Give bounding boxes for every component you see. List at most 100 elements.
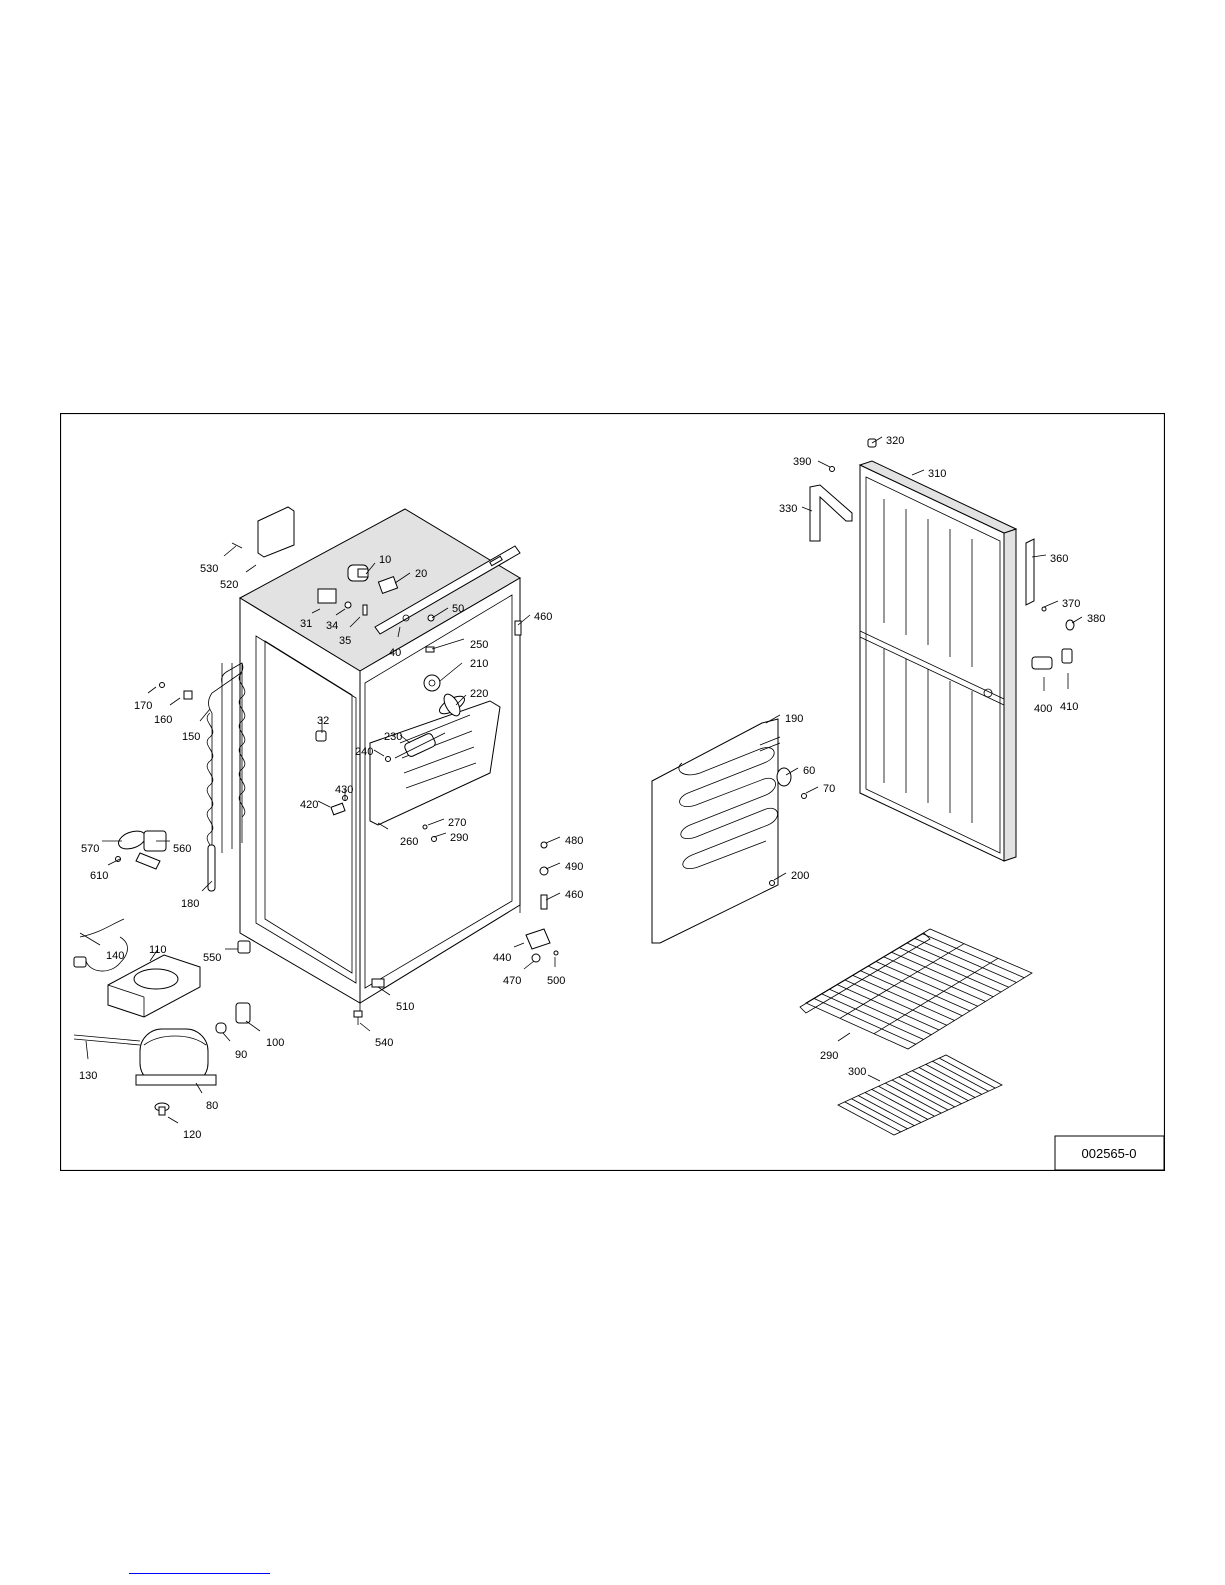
- part-number-label: 120: [183, 1129, 201, 1141]
- part-number-label: 300: [848, 1066, 866, 1078]
- lock-400: [1032, 657, 1052, 669]
- shelf-wire: [876, 961, 978, 1006]
- part-number-label: 20: [415, 568, 427, 580]
- part-number-label: 250: [470, 639, 488, 651]
- part-number-label: 310: [928, 468, 946, 480]
- starter-assembly: [116, 828, 167, 869]
- callout-c440: 440: [493, 943, 524, 964]
- screw-70: [802, 794, 807, 799]
- part-number-label: 550: [203, 952, 221, 964]
- condenser-150: [207, 663, 245, 865]
- nut-490: [540, 867, 548, 875]
- screw-270: [423, 825, 427, 829]
- part-number-label: 190: [785, 713, 803, 725]
- callout-c520: 520: [220, 565, 256, 591]
- part-number-label: 130: [79, 1070, 97, 1082]
- callout-c320: 320: [872, 435, 904, 447]
- washer-390: [830, 467, 835, 472]
- part-35: [363, 605, 367, 615]
- leader-line: [148, 687, 156, 693]
- part-number-label: 110: [149, 944, 167, 956]
- shelf-wire: [865, 1093, 921, 1123]
- callout-c500: 500: [547, 957, 565, 987]
- part-number-label: 160: [154, 714, 172, 726]
- part-number-label: 40: [389, 647, 401, 659]
- part-number-label: 90: [235, 1049, 247, 1061]
- part-number-label: 490: [565, 861, 583, 873]
- part-number-label: 380: [1087, 613, 1105, 625]
- shelf-crossbar: [840, 944, 964, 1019]
- hinge-440: [526, 929, 550, 949]
- part-number-label: 140: [106, 950, 124, 962]
- shelf-wire: [899, 1077, 955, 1107]
- part-number-label: 100: [266, 1037, 284, 1049]
- shelf-wire: [852, 1099, 908, 1129]
- callout-c410: 410: [1060, 673, 1078, 713]
- callout-c160: 160: [154, 698, 180, 726]
- exploded-parts-diagram: 002565-0: [60, 413, 1165, 1171]
- screw-200: [770, 881, 775, 886]
- part-number-label: 480: [565, 835, 583, 847]
- callout-c550: 550: [203, 949, 238, 964]
- callout-c120: 120: [168, 1117, 201, 1141]
- leader-line: [80, 933, 100, 945]
- compressor-80: [136, 1029, 216, 1085]
- bracket-32: [316, 731, 326, 741]
- fan-hub-210: [424, 675, 440, 691]
- shelf-wire: [939, 1058, 995, 1088]
- part-number-label: 220: [470, 688, 488, 700]
- screw-370: [1042, 607, 1046, 611]
- callout-c460b: 460: [546, 889, 583, 901]
- door-handle-330: [810, 485, 852, 541]
- leader-line: [838, 1033, 850, 1041]
- leader-line: [818, 461, 830, 467]
- part-number-label: 510: [396, 1001, 414, 1013]
- callout-c370: 370: [1044, 598, 1080, 610]
- leader-line: [360, 1023, 370, 1031]
- leader-line: [546, 863, 560, 869]
- part-number-label: 240: [355, 746, 373, 758]
- callout-c330: 330: [779, 503, 812, 515]
- callout-c540: 540: [360, 1023, 393, 1049]
- shelf-wire: [891, 952, 993, 997]
- part-number-label: 390: [793, 456, 811, 468]
- part-number-label: 540: [375, 1037, 393, 1049]
- part-number-label: 560: [173, 843, 191, 855]
- callout-c300: 300: [848, 1066, 880, 1081]
- shelf-wire: [919, 1068, 975, 1098]
- leader-line: [223, 1033, 230, 1041]
- part-number-label: 230: [384, 731, 402, 743]
- shelf-wire: [892, 1080, 948, 1110]
- callout-c80: 80: [196, 1083, 218, 1112]
- callout-c460a: 460: [518, 611, 552, 625]
- callout-c470: 470: [503, 961, 534, 987]
- switch-31: [318, 589, 336, 603]
- cap-380: [1066, 620, 1074, 630]
- part-number-label: 200: [791, 870, 809, 882]
- grommet-90: [216, 1023, 226, 1033]
- shelf-wire: [872, 1089, 928, 1119]
- callout-c360: 360: [1032, 553, 1068, 565]
- leader-line: [246, 565, 256, 572]
- part-number-label: 80: [206, 1100, 218, 1112]
- shelf-wire: [885, 1083, 941, 1113]
- callout-c380: 380: [1072, 613, 1105, 625]
- callout-c100: 100: [246, 1021, 284, 1049]
- wire-shelf-290: [800, 929, 1032, 1049]
- part-number-label: 70: [823, 783, 835, 795]
- shelf-wire: [912, 1071, 968, 1101]
- clip-160: [184, 691, 192, 699]
- footer-link-underline[interactable]: [129, 1573, 270, 1574]
- callout-c150: 150: [182, 709, 210, 743]
- part-number-label: 60: [803, 765, 815, 777]
- callout-c170: 170: [134, 687, 156, 712]
- leader-line: [514, 943, 524, 947]
- part-number-label: 210: [470, 658, 488, 670]
- part-number-label: 50: [452, 603, 464, 615]
- shelf-wire: [922, 934, 1024, 978]
- part-number-label: 430: [335, 784, 353, 796]
- part-number-label: 410: [1060, 701, 1078, 713]
- part-number-label: 260: [400, 836, 418, 848]
- evaporator-plate-190: [652, 719, 780, 943]
- callout-c610: 610: [90, 859, 120, 882]
